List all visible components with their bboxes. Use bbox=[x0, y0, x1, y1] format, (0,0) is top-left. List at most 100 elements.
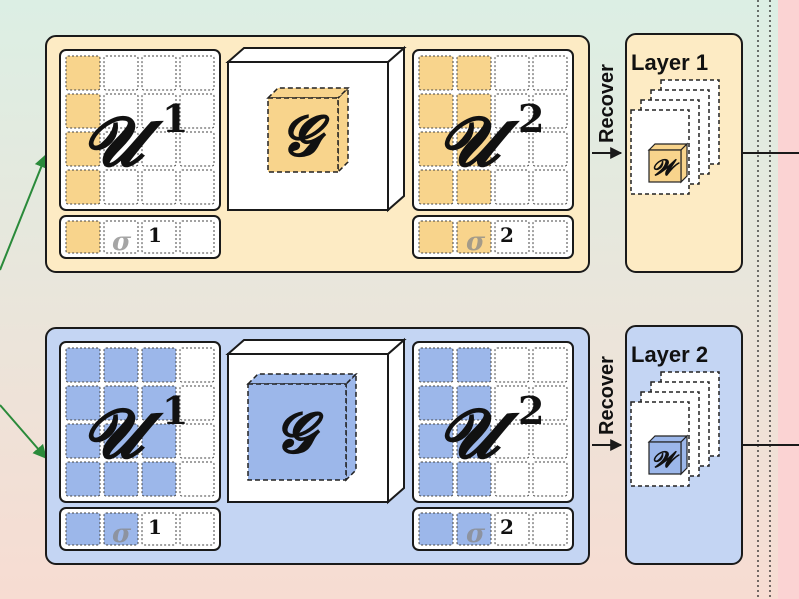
matrix-cell bbox=[141, 55, 177, 91]
matrix-cell bbox=[532, 423, 568, 459]
matrix-cell bbox=[179, 347, 215, 383]
s1-vector-cells bbox=[65, 220, 215, 254]
green-arrow bbox=[0, 404, 47, 460]
matrix-cell bbox=[418, 93, 454, 129]
matrix-cell bbox=[141, 169, 177, 205]
matrix-cell bbox=[456, 512, 492, 546]
matrix-cell bbox=[179, 169, 215, 205]
matrix-cell bbox=[141, 93, 177, 129]
u1-matrix-cells bbox=[65, 55, 215, 205]
s2-symbol: σ bbox=[466, 227, 486, 257]
matrix-cell bbox=[418, 220, 454, 254]
matrix-cell bbox=[456, 220, 492, 254]
u2-matrix-frame bbox=[412, 341, 574, 503]
matrix-cell bbox=[103, 347, 139, 383]
g-core-top bbox=[246, 373, 358, 385]
matrix-cell bbox=[103, 169, 139, 205]
u1-superscript: 1 bbox=[162, 96, 188, 141]
matrix-cell bbox=[65, 55, 101, 91]
matrix-cell bbox=[494, 220, 530, 254]
matrix-cell bbox=[103, 55, 139, 91]
matrix-cell bbox=[418, 347, 454, 383]
matrix-cell bbox=[141, 512, 177, 546]
matrix-cell bbox=[532, 512, 568, 546]
s1-symbol: σ bbox=[112, 519, 132, 549]
matrix-cell bbox=[532, 461, 568, 497]
matrix-cell bbox=[456, 347, 492, 383]
g-core-side bbox=[345, 372, 357, 482]
g-cube-top bbox=[225, 47, 407, 63]
matrix-cell bbox=[65, 131, 101, 167]
recover-label: Recover bbox=[596, 64, 618, 143]
u2-matrix-cells bbox=[418, 55, 568, 205]
matrix-cell bbox=[179, 131, 215, 167]
g-cube-top bbox=[225, 339, 407, 355]
matrix-cell bbox=[65, 385, 101, 421]
u2-matrix-frame bbox=[412, 49, 574, 211]
s1-symbol: σ bbox=[112, 227, 132, 257]
matrix-cell bbox=[494, 347, 530, 383]
w-cube-front bbox=[648, 441, 682, 475]
layer-label: Layer 2 bbox=[631, 342, 708, 367]
matrix-cell bbox=[103, 461, 139, 497]
s2-superscript: 2 bbox=[500, 515, 514, 539]
matrix-cell bbox=[532, 55, 568, 91]
u2-superscript: 2 bbox=[518, 388, 544, 433]
w-cube-front bbox=[648, 149, 682, 183]
matrix-cell bbox=[418, 131, 454, 167]
s2-vector-cells bbox=[418, 512, 568, 546]
u1-matrix-frame bbox=[59, 341, 221, 503]
matrix-cell bbox=[103, 423, 139, 459]
matrix-cell bbox=[456, 169, 492, 205]
s2-vector-cells bbox=[418, 220, 568, 254]
matrix-cell bbox=[532, 347, 568, 383]
green-arrow bbox=[0, 153, 48, 271]
matrix-cell bbox=[65, 93, 101, 129]
g-core-side bbox=[337, 86, 349, 174]
input-arrows bbox=[0, 153, 48, 460]
matrix-cell bbox=[456, 461, 492, 497]
matrix-cell bbox=[179, 512, 215, 546]
u1-matrix-frame bbox=[59, 49, 221, 211]
matrix-cell bbox=[103, 512, 139, 546]
u2-matrix-cells bbox=[418, 347, 568, 497]
u2-superscript: 2 bbox=[518, 96, 544, 141]
matrix-cell bbox=[532, 93, 568, 129]
g-core-front bbox=[247, 383, 347, 481]
matrix-cell bbox=[532, 169, 568, 205]
matrix-cell bbox=[456, 423, 492, 459]
layer-label: Layer 1 bbox=[631, 50, 708, 75]
w-cube-side bbox=[680, 142, 688, 184]
matrix-cell bbox=[494, 512, 530, 546]
matrix-cell bbox=[179, 461, 215, 497]
matrix-cell bbox=[179, 55, 215, 91]
matrix-cell bbox=[103, 220, 139, 254]
matrix-cell bbox=[141, 461, 177, 497]
matrix-cell bbox=[494, 169, 530, 205]
matrix-cell bbox=[418, 512, 454, 546]
matrix-cell bbox=[532, 131, 568, 167]
matrix-cell bbox=[418, 423, 454, 459]
matrix-cell bbox=[65, 423, 101, 459]
matrix-cell bbox=[179, 93, 215, 129]
w-cube-side bbox=[680, 434, 688, 476]
matrix-cell bbox=[494, 461, 530, 497]
matrix-cell bbox=[103, 385, 139, 421]
matrix-cell bbox=[456, 385, 492, 421]
matrix-cell bbox=[103, 93, 139, 129]
u1-superscript: 1 bbox=[162, 388, 188, 433]
recover-label: Recover bbox=[596, 356, 618, 435]
matrix-cell bbox=[141, 347, 177, 383]
matrix-cell bbox=[532, 385, 568, 421]
g-cube-side bbox=[387, 337, 405, 505]
matrix-cell bbox=[418, 385, 454, 421]
matrix-cell bbox=[494, 55, 530, 91]
matrix-cell bbox=[418, 169, 454, 205]
matrix-cell bbox=[141, 220, 177, 254]
matrix-cell bbox=[494, 385, 530, 421]
s1-superscript: 1 bbox=[148, 515, 162, 539]
matrix-cell bbox=[65, 169, 101, 205]
matrix-cell bbox=[494, 93, 530, 129]
